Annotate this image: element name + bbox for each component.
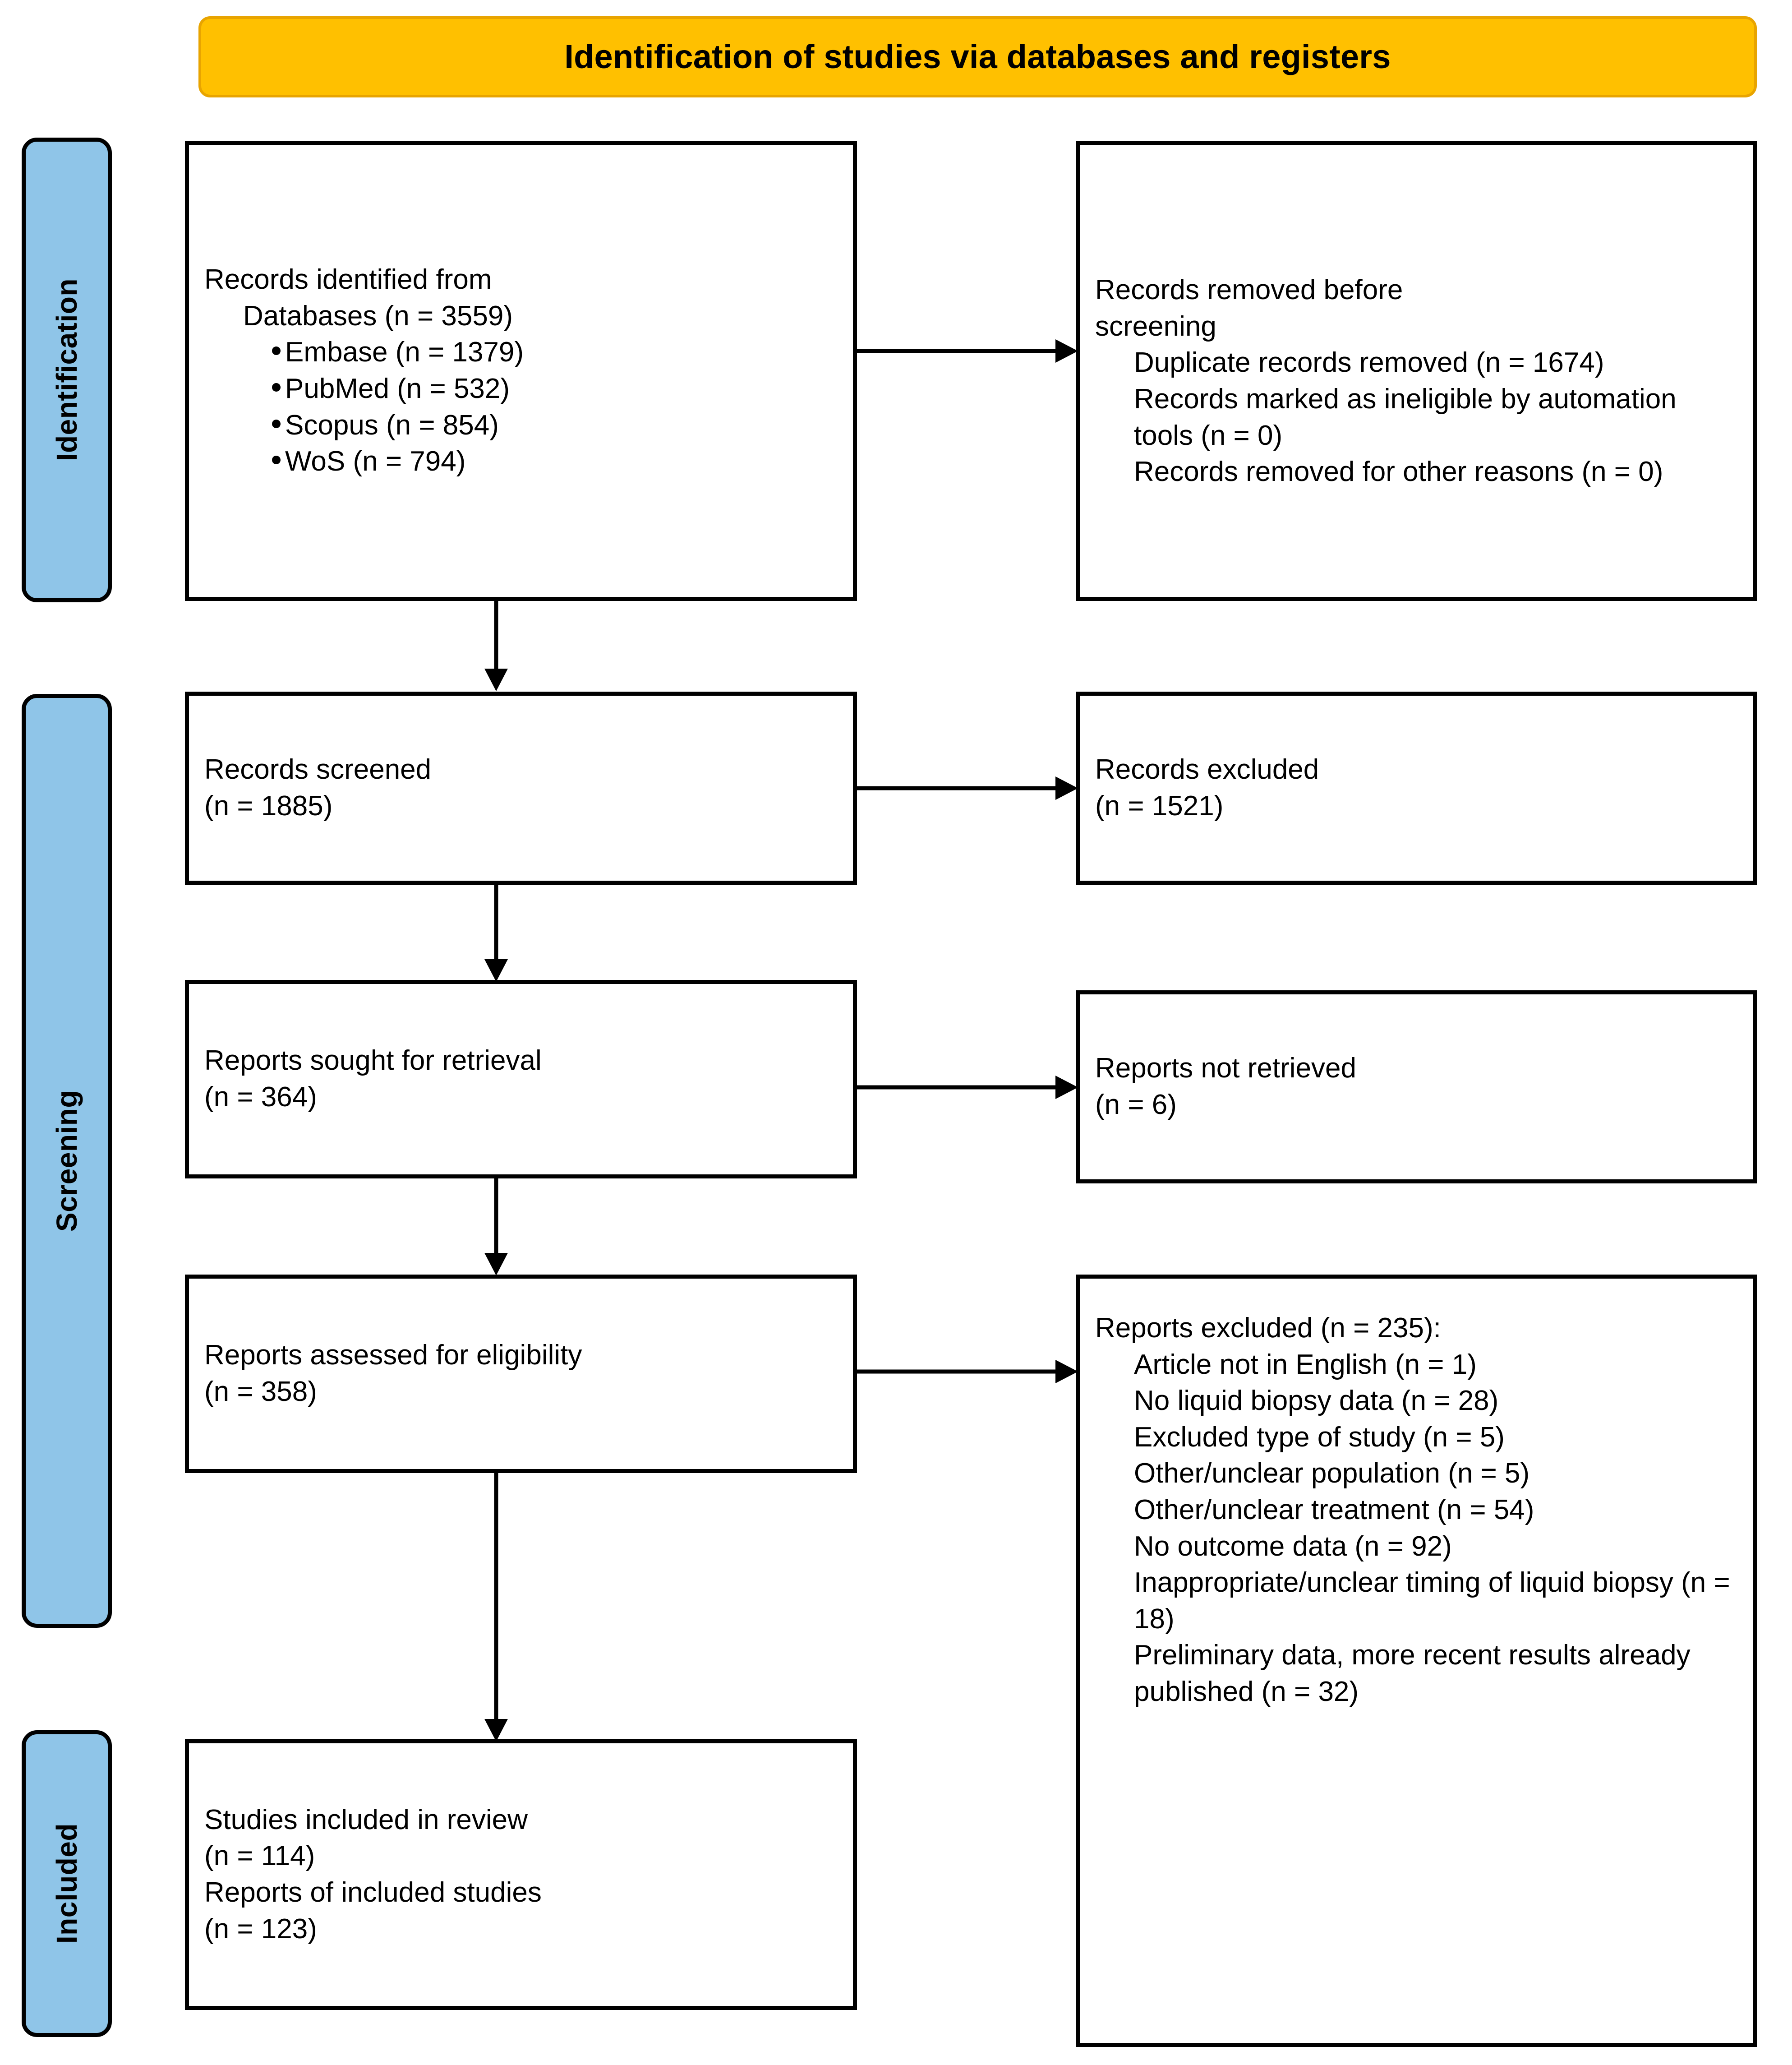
records-removed-item-duplicates: Duplicate records removed (n = 1674) — [1134, 347, 1604, 379]
exclusion-reason-no-liquid-biopsy: No liquid biopsy data (n = 28) — [1134, 1385, 1499, 1417]
box-records-screened: Records screened (n = 1885) — [185, 692, 857, 885]
reports-not-retrieved-count: (n = 6) — [1095, 1089, 1177, 1120]
reports-assessed-count: (n = 358) — [204, 1376, 317, 1407]
arrow-screened-to-excluded — [857, 775, 1078, 802]
source-item-embase-label: Embase (n = 1379) — [285, 337, 524, 368]
bullet-icon — [272, 419, 281, 428]
stage-label-screening: Screening — [22, 694, 112, 1628]
box-reports-assessed: Reports assessed for eligibility (n = 35… — [185, 1275, 857, 1473]
diagram-title: Identification of studies via databases … — [564, 38, 1391, 76]
arrow-identified-to-removed — [857, 337, 1078, 365]
stage-label-identification: Identification — [22, 138, 112, 602]
source-item-pubmed: PubMed (n = 532) — [204, 371, 838, 407]
records-removed-item-automation: Records marked as ineligible by automati… — [1134, 383, 1677, 451]
source-item-pubmed-label: PubMed (n = 532) — [285, 373, 510, 404]
records-removed-heading-line1: Records removed before — [1095, 274, 1403, 306]
reports-not-retrieved-label: Reports not retrieved — [1095, 1053, 1356, 1084]
records-excluded-label: Records excluded — [1095, 754, 1319, 785]
exclusion-reason-timing: Inappropriate/unclear timing of liquid b… — [1134, 1567, 1730, 1635]
exclusion-reason-treatment: Other/unclear treatment (n = 54) — [1134, 1494, 1534, 1525]
reports-included-count: (n = 123) — [204, 1913, 317, 1945]
records-removed-item-other: Records removed for other reasons (n = 0… — [1134, 456, 1663, 488]
stage-label-screening-text: Screening — [51, 1090, 83, 1232]
studies-included-label: Studies included in review — [204, 1804, 528, 1835]
reports-included-label: Reports of included studies — [204, 1877, 542, 1908]
exclusion-reason-language: Article not in English (n = 1) — [1134, 1349, 1477, 1380]
reports-sought-label: Reports sought for retrieval — [204, 1045, 542, 1076]
records-identified-subheading: Databases (n = 3559) — [243, 300, 513, 332]
arrow-assessed-to-excluded — [857, 1358, 1078, 1385]
reports-excluded-heading: Reports excluded (n = 235): — [1095, 1312, 1441, 1344]
arrow-sought-to-not-retrieved — [857, 1074, 1078, 1101]
box-reports-excluded: Reports excluded (n = 235): Article not … — [1076, 1275, 1757, 2047]
source-item-wos: WoS (n = 794) — [204, 443, 838, 480]
box-records-identified: Records identified from Databases (n = 3… — [185, 141, 857, 601]
arrow-identified-to-screened — [483, 601, 510, 691]
records-screened-label: Records screened — [204, 754, 432, 785]
source-item-wos-label: WoS (n = 794) — [285, 446, 466, 477]
reports-assessed-label: Reports assessed for eligibility — [204, 1340, 582, 1371]
box-reports-sought: Reports sought for retrieval (n = 364) — [185, 980, 857, 1178]
records-identified-heading: Records identified from — [204, 264, 492, 296]
bullet-icon — [272, 456, 281, 465]
box-reports-not-retrieved: Reports not retrieved (n = 6) — [1076, 990, 1757, 1183]
studies-included-count: (n = 114) — [204, 1840, 315, 1872]
arrow-assessed-to-included — [483, 1473, 510, 1742]
arrow-sought-to-assessed — [483, 1178, 510, 1275]
diagram-title-banner: Identification of studies via databases … — [198, 16, 1757, 97]
bullet-icon — [272, 383, 281, 392]
source-item-scopus: Scopus (n = 854) — [204, 407, 838, 444]
exclusion-reason-preliminary: Preliminary data, more recent results al… — [1134, 1640, 1691, 1707]
reports-sought-count: (n = 364) — [204, 1081, 317, 1113]
exclusion-reason-population: Other/unclear population (n = 5) — [1134, 1458, 1530, 1489]
exclusion-reason-no-outcome: No outcome data (n = 92) — [1134, 1530, 1452, 1562]
box-records-removed: Records removed before screening Duplica… — [1076, 141, 1757, 601]
records-screened-count: (n = 1885) — [204, 790, 333, 822]
arrow-screened-to-sought — [483, 885, 510, 982]
box-records-excluded: Records excluded (n = 1521) — [1076, 692, 1757, 885]
box-studies-included: Studies included in review (n = 114) Rep… — [185, 1739, 857, 2010]
stage-label-included-text: Included — [51, 1823, 83, 1944]
source-item-scopus-label: Scopus (n = 854) — [285, 409, 499, 441]
source-item-embase: Embase (n = 1379) — [204, 334, 838, 371]
exclusion-reason-study-type: Excluded type of study (n = 5) — [1134, 1421, 1505, 1453]
bullet-icon — [272, 346, 281, 356]
records-removed-heading-line2: screening — [1095, 310, 1216, 342]
records-excluded-count: (n = 1521) — [1095, 790, 1224, 822]
stage-label-included: Included — [22, 1730, 112, 2037]
stage-label-identification-text: Identification — [51, 278, 83, 462]
